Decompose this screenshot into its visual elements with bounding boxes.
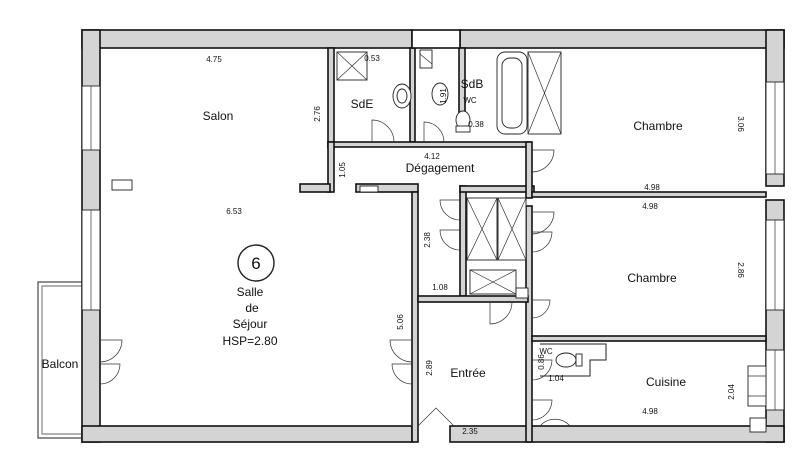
room-label-sde: SdE [351, 97, 374, 111]
room-label-balcon: Balcon [42, 357, 79, 371]
dim-sdb-depth: 1.91 [439, 88, 448, 104]
wc-fixtures [540, 343, 607, 377]
room-label-degagement: Dégagement [406, 161, 475, 175]
room-label-cuisine: Cuisine [646, 375, 686, 389]
dim-wc-depth: 0.86 [537, 354, 546, 370]
kitchen-fixtures [747, 365, 767, 433]
room-label-sdb-wc: WC [463, 96, 477, 105]
room-label-sejour-line-3: Séjour [233, 317, 268, 331]
dim-entree-depth: 2.89 [425, 360, 434, 376]
dim-corridor-depth: 2.38 [423, 232, 432, 248]
dim-cuisine-depth: 2.04 [727, 384, 736, 400]
dim-degagement-width: 4.12 [424, 152, 440, 161]
room-label-chambre-2: Chambre [627, 271, 677, 285]
room-label-sejour-line-1: Salle [237, 285, 264, 299]
bathroom-fixtures [336, 49, 562, 135]
dim-degagement-depth: 1.05 [338, 162, 347, 178]
closets [466, 197, 527, 295]
room-label-salon: Salon [203, 109, 234, 123]
apartment-number: 6 [251, 254, 260, 273]
room-label-chambre-1: Chambre [633, 119, 683, 133]
dim-sejour-depth: 6.53 [226, 207, 242, 216]
dim-salon-depth: 2.76 [313, 106, 322, 122]
dim-sdb-width: 0.38 [468, 120, 484, 129]
dim-entree-side: 5.06 [396, 314, 405, 330]
balcony [37, 281, 82, 439]
dim-corridor-width: 1.08 [432, 283, 448, 292]
dim-cuisine-width: 4.98 [642, 407, 658, 416]
dim-sde-width: 0.53 [364, 54, 380, 63]
doors [99, 119, 571, 427]
room-label-wc: WC [539, 347, 553, 356]
dim-chambre-1-depth: 3.06 [736, 116, 745, 132]
interior-walls [299, 29, 767, 443]
room-label-sejour-line-2: de [245, 301, 259, 315]
room-label-sdb: SdB [461, 77, 484, 91]
room-labels: Salon SdE SdB WC Chambre Dégagement Cham… [42, 77, 687, 389]
dim-salon-width: 4.75 [206, 55, 222, 64]
radiators [111, 179, 529, 299]
dim-chambre-1-width: 4.98 [644, 183, 660, 192]
dim-chambre-2-depth: 2.86 [736, 262, 745, 278]
dim-entree-width: 2.35 [462, 427, 478, 436]
dim-chambre-2-width: 4.98 [642, 202, 658, 211]
room-label-entree: Entrée [450, 366, 486, 380]
dimension-labels: 4.75 2.76 0.53 1.91 0.38 4.12 1.05 6.53 … [206, 54, 745, 436]
ceiling-height-label: HSP=2.80 [222, 334, 277, 348]
apartment-marker: 6 [237, 244, 275, 282]
dim-wc-width: 1.04 [548, 374, 564, 383]
